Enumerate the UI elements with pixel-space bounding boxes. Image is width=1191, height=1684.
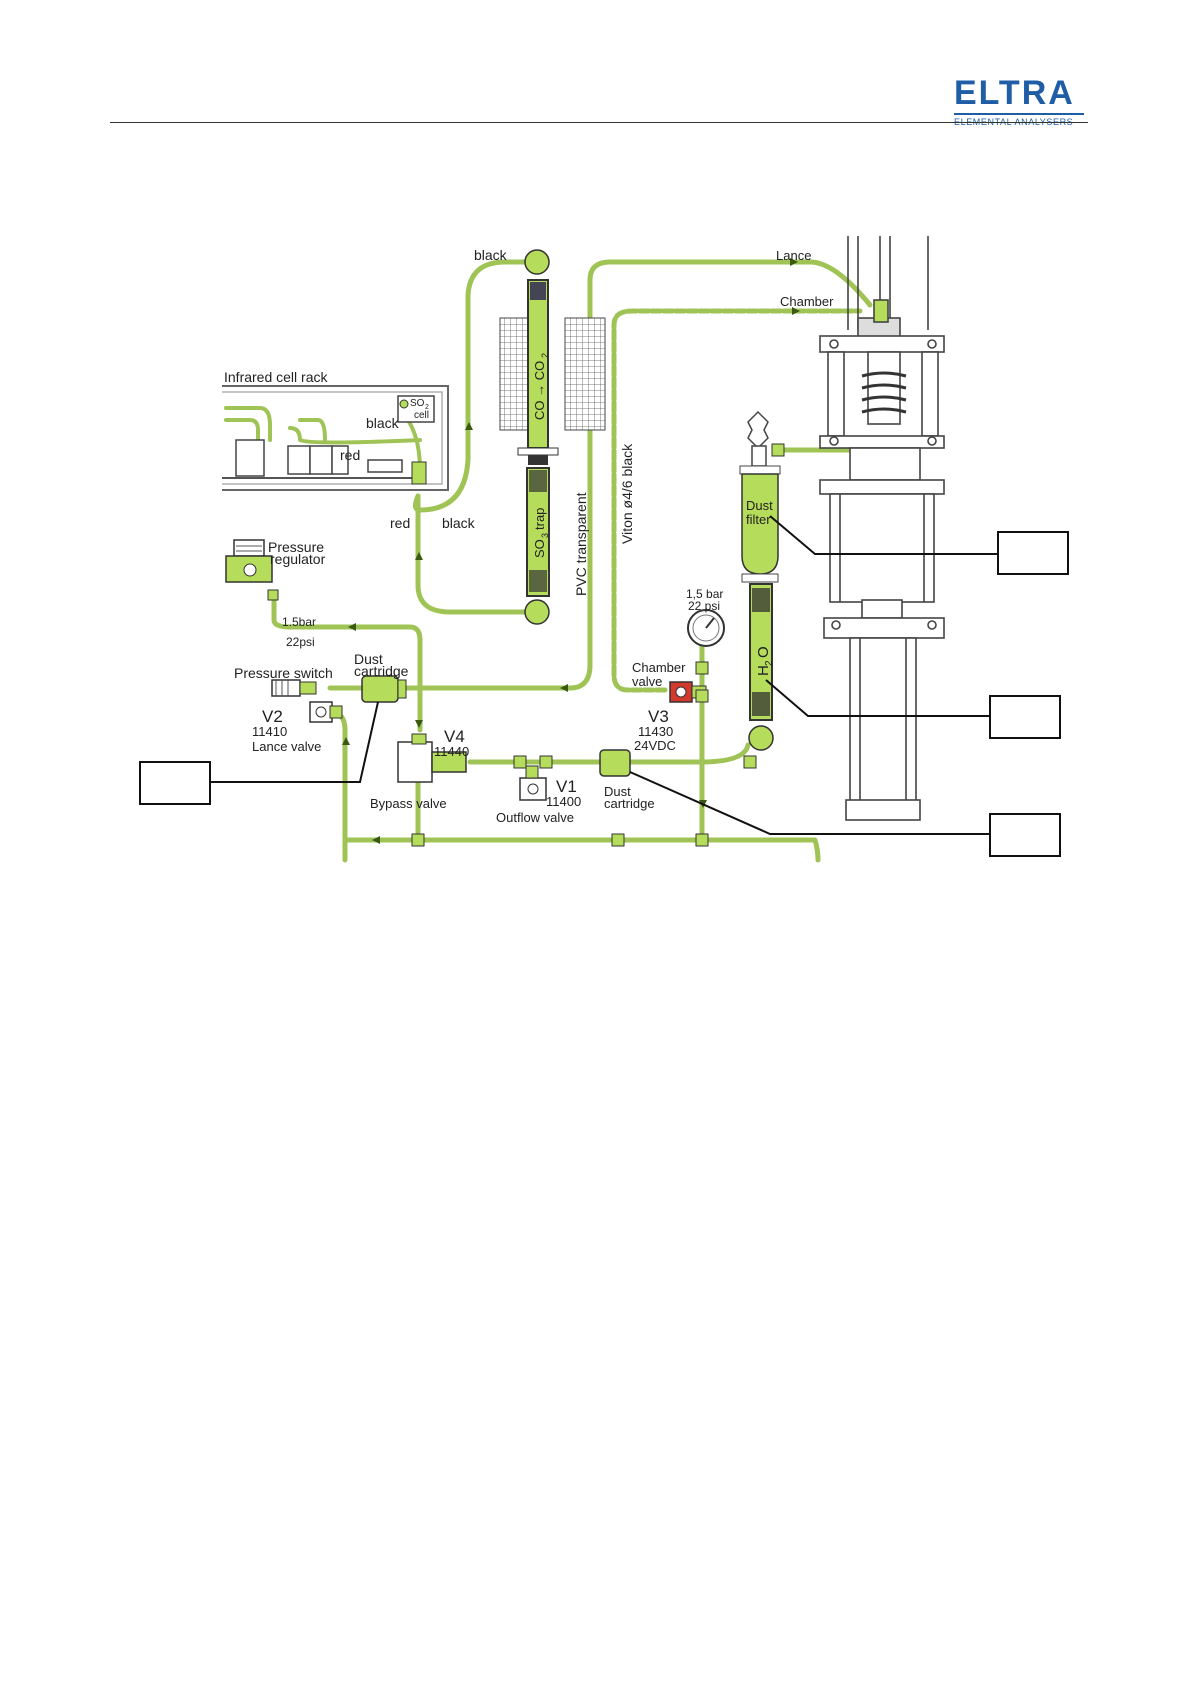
label-co-co2-sub: 2 bbox=[540, 353, 550, 358]
arrow-10 bbox=[415, 720, 423, 728]
fittings bbox=[411, 443, 785, 847]
label-so2-cell-a: SO bbox=[410, 398, 425, 409]
tube-rack-4 bbox=[298, 418, 327, 442]
label-v4: V4 bbox=[444, 727, 465, 746]
label-dust-cartridge-mid-2: cartridge bbox=[604, 796, 655, 811]
label-lance-valve: Lance valve bbox=[252, 739, 321, 754]
callout-box-right-3 bbox=[989, 813, 1061, 857]
label-dust-filter-1: Dust bbox=[746, 498, 773, 513]
label-v2: V2 bbox=[262, 707, 283, 726]
label-v3-num: 11430 bbox=[638, 724, 673, 739]
label-black-rack: black bbox=[366, 415, 400, 431]
dust-cartridge-left bbox=[361, 675, 407, 703]
so3-trap bbox=[524, 467, 550, 625]
label-dust-filter-2: filter bbox=[746, 512, 771, 527]
tube-rack-3 bbox=[288, 426, 422, 445]
arrow-4 bbox=[560, 684, 568, 692]
h2o-trap bbox=[748, 583, 774, 751]
combustion-chamber bbox=[819, 236, 945, 821]
header-rule bbox=[110, 122, 1088, 123]
label-gauge-psi: 22 psi bbox=[688, 599, 720, 613]
callout-leader-right-2 bbox=[765, 679, 990, 717]
arrow-6 bbox=[792, 307, 800, 315]
v2-lance-valve bbox=[309, 701, 343, 723]
label-v3-volt: 24VDC bbox=[634, 738, 676, 753]
label-so3-trap-word: trap bbox=[532, 508, 547, 530]
v4-bypass-valve bbox=[397, 733, 467, 783]
label-chamber-valve-1: Chamber bbox=[632, 660, 686, 675]
label-outflow-valve: Outflow valve bbox=[496, 810, 574, 825]
label-h2o-sub: 2 bbox=[764, 660, 775, 666]
callout-leader-left bbox=[210, 701, 379, 783]
v1-outflow-valve bbox=[519, 765, 547, 801]
callout-box-right-1 bbox=[997, 531, 1069, 575]
arrow-5 bbox=[790, 258, 798, 266]
label-dust-cartridge-mid-1: Dust bbox=[604, 784, 631, 799]
label-bar-15: 1.5bar bbox=[282, 615, 316, 629]
pressure-regulator bbox=[225, 539, 279, 601]
tube-pvc bbox=[327, 259, 873, 691]
arrow-8 bbox=[372, 836, 380, 844]
label-h2o-o: O bbox=[755, 646, 772, 658]
infrared-cell-rack bbox=[222, 385, 449, 491]
label-infrared-cell-rack: Infrared cell rack bbox=[224, 369, 328, 385]
label-lance: Lance bbox=[776, 248, 811, 263]
dust-filter bbox=[739, 410, 781, 583]
callout-box-left bbox=[139, 761, 211, 805]
label-pvc-transparent: PVC transparent bbox=[573, 492, 589, 596]
callout-leader-right-3 bbox=[629, 771, 990, 835]
label-black-bottom: black bbox=[442, 515, 476, 531]
callouts bbox=[139, 515, 1069, 857]
label-red-rack: red bbox=[340, 447, 360, 463]
label-v1: V1 bbox=[556, 777, 577, 796]
label-gauge-bar: 1,5 bar bbox=[686, 587, 723, 601]
arrow-9 bbox=[342, 737, 350, 745]
label-dust-cartridge-left-1: Dust bbox=[354, 651, 383, 667]
tube-red-left bbox=[415, 493, 531, 615]
arrow-1 bbox=[465, 422, 473, 430]
tube-lance bbox=[327, 709, 348, 863]
label-pressure-regulator-1: Pressure bbox=[268, 539, 324, 555]
label-h2o-h: H bbox=[755, 665, 772, 676]
dust-cartridge-mid bbox=[599, 749, 631, 777]
label-black-top: black bbox=[474, 247, 508, 263]
diagram-labels: Infrared cell rack SO 2 cell black black… bbox=[224, 247, 834, 825]
callout-leader-right-1 bbox=[769, 515, 998, 555]
label-v3: V3 bbox=[648, 707, 669, 726]
tube-bottom-return bbox=[342, 837, 821, 863]
pressure-switch bbox=[271, 679, 317, 697]
label-co-co2: CO → CO bbox=[532, 361, 547, 420]
callout-box-right-2 bbox=[989, 695, 1061, 739]
logo-underline bbox=[954, 113, 1084, 115]
label-pressure-switch: Pressure switch bbox=[234, 665, 333, 681]
label-pressure-regulator-2: regulator bbox=[270, 551, 326, 567]
label-so3-sub: 3 bbox=[540, 533, 550, 538]
label-chamber-valve-2: valve bbox=[632, 674, 662, 689]
label-v1-num: 11400 bbox=[546, 794, 581, 809]
tube-rack-2 bbox=[224, 418, 260, 442]
label-so3: SO bbox=[532, 539, 547, 558]
label-bypass-valve: Bypass valve bbox=[370, 796, 447, 811]
flow-arrows bbox=[342, 258, 800, 844]
logo-wordmark: ELTRA bbox=[954, 74, 1075, 112]
label-so2-cell-b: 2 bbox=[425, 404, 429, 411]
tube-rack-1 bbox=[224, 406, 272, 442]
label-v4-num: 11440 bbox=[434, 744, 469, 759]
arrow-2 bbox=[415, 552, 423, 560]
arrow-3 bbox=[348, 623, 356, 631]
tube-viton bbox=[611, 308, 863, 693]
label-viton: Viton ø4/6 black bbox=[619, 443, 635, 544]
label-so2-cell-c: cell bbox=[414, 410, 429, 421]
pressure-gauge bbox=[687, 609, 725, 647]
catalyst-furnace bbox=[499, 249, 606, 465]
label-v2-num: 11410 bbox=[252, 724, 287, 739]
label-psi-22: 22psi bbox=[286, 635, 315, 649]
label-red-left: red bbox=[390, 515, 410, 531]
label-dust-cartridge-left-2: cartridge bbox=[354, 663, 409, 679]
label-chamber: Chamber bbox=[780, 294, 834, 309]
